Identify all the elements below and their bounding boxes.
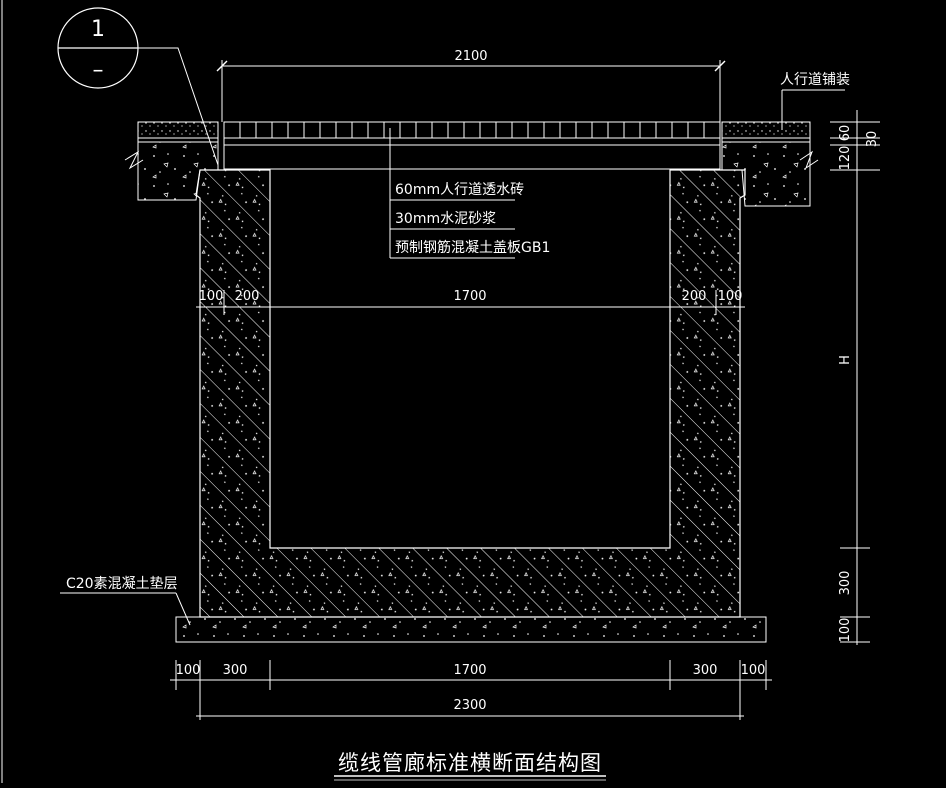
dim-right-top: 60 30 120 H 300 100: [830, 110, 880, 645]
paving-label: 人行道铺装: [780, 72, 850, 130]
svg-text:30: 30: [865, 131, 880, 148]
dim-total-width: 2300: [453, 698, 486, 713]
svg-text:300: 300: [838, 571, 853, 596]
svg-text:2100: 2100: [454, 49, 487, 64]
break-line-left: [124, 150, 144, 170]
dim-bottom-0: 100: [176, 663, 201, 678]
culvert-wall: [195, 169, 746, 618]
dim-cover-width: 2100: [216, 49, 726, 122]
dim-bottom-4: 100: [741, 663, 766, 678]
cushion-label: C20素混凝土垫层: [60, 576, 191, 626]
dim-bottom-1: 300: [223, 663, 248, 678]
svg-text:1700: 1700: [453, 289, 486, 304]
svg-text:60: 60: [838, 125, 853, 142]
svg-text:缆线管廊标准横断面结构图: 缆线管廊标准横断面结构图: [338, 751, 602, 775]
detail-marker-top: 1: [91, 17, 105, 42]
layer2-label: 30mm水泥砂浆: [395, 211, 496, 227]
dim-bottom: 100 300 1700 300 100 2300: [170, 660, 772, 720]
dim-bottom-3: 300: [693, 663, 718, 678]
svg-text:200: 200: [682, 289, 707, 304]
svg-text:100: 100: [718, 289, 743, 304]
sidewalk-paving-right: [721, 121, 811, 143]
svg-text:100: 100: [199, 289, 224, 304]
layer3-label: 预制钢筋混凝土盖板GB1: [395, 239, 550, 256]
dim-bottom-2: 1700: [453, 663, 486, 678]
svg-text:H: H: [838, 355, 853, 365]
svg-text:人行道铺装: 人行道铺装: [780, 72, 850, 88]
break-line-right: [799, 150, 819, 170]
detail-marker-bottom: –: [93, 58, 104, 83]
drawing-title: 缆线管廊标准横断面结构图: [334, 751, 606, 781]
sidewalk-paving-left: [137, 121, 219, 143]
cover-slab: [223, 121, 721, 170]
svg-text:120: 120: [838, 146, 853, 171]
svg-text:100: 100: [838, 618, 853, 643]
layer-callouts: 60mm人行道透水砖 30mm水泥砂浆 预制钢筋混凝土盖板GB1: [389, 128, 550, 259]
layer1-label: 60mm人行道透水砖: [395, 182, 524, 198]
dim-inner: 100 200 1700 200 100: [196, 289, 745, 315]
cushion-layer: [175, 616, 767, 643]
svg-text:C20素混凝土垫层: C20素混凝土垫层: [66, 576, 178, 592]
svg-text:200: 200: [235, 289, 260, 304]
